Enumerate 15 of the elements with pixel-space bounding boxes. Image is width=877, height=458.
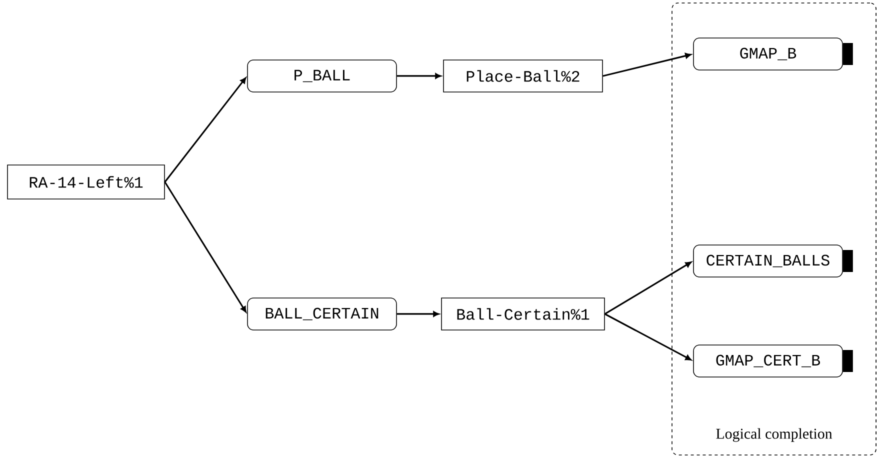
process-box: Ball-Certain%1 (441, 298, 605, 330)
arrow (396, 73, 442, 79)
terminal-box: CERTAIN_BALLS (693, 244, 853, 278)
arrow (396, 311, 440, 317)
terminal-box: GMAP_B (693, 38, 853, 70)
process-box: RA-14-Left%1 (7, 164, 165, 200)
arrow (164, 182, 246, 312)
state-box: BALL_CERTAIN (247, 298, 397, 330)
arrow (604, 262, 692, 315)
terminal-box: GMAP_CERT_B (693, 344, 853, 378)
arrow (604, 313, 692, 360)
state-box: P_BALL (247, 60, 397, 92)
arrow (602, 52, 692, 77)
process-box: Place-Ball%2 (443, 60, 603, 92)
arrow (164, 77, 246, 182)
